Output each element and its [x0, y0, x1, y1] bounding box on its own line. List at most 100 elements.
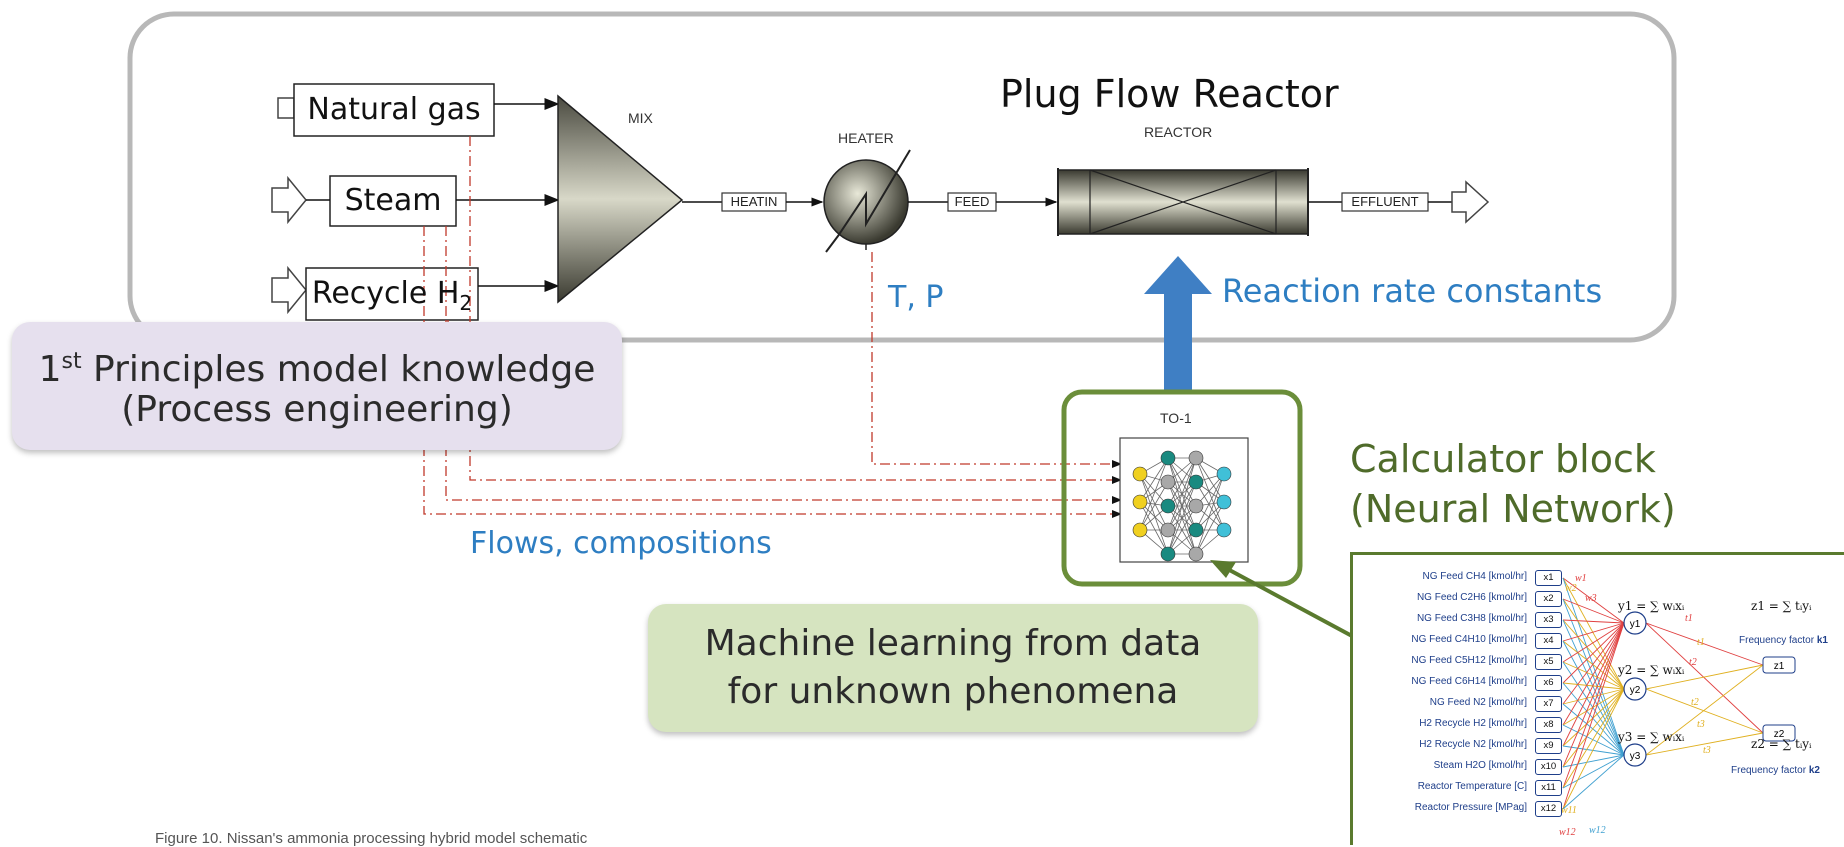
steam-inlet-icon	[271, 175, 307, 225]
nn-node	[1188, 450, 1204, 466]
nn-weight-line	[1562, 577, 1625, 690]
nn-weight-line	[1562, 688, 1625, 768]
nn-weight-line	[1562, 640, 1625, 690]
nn-weight-label: w11	[1561, 805, 1577, 816]
reactor-label: REACTOR	[1144, 124, 1213, 140]
nn-weight-line	[1562, 622, 1625, 642]
eq-z1: z1 = ∑ tᵢyᵢ	[1751, 599, 1812, 613]
nn-weight-line	[1562, 598, 1625, 756]
nn-node	[1160, 546, 1176, 562]
nn-weight-line	[1562, 622, 1625, 705]
nn-input-node: x5	[1535, 654, 1562, 670]
nn-t-label: t1	[1697, 637, 1705, 648]
nn-t-line	[1645, 622, 1764, 734]
nn-node	[1188, 498, 1204, 514]
principles-line1: 1st Principles model knowledge	[12, 338, 622, 394]
nn-t-line	[1645, 688, 1764, 734]
effluent-tag: EFFLUENT	[1351, 194, 1419, 209]
nn-weight-line	[1562, 754, 1625, 810]
recycle-box	[305, 267, 479, 321]
nn-node	[1188, 474, 1204, 490]
nn-t-line	[1645, 664, 1764, 690]
nn-weight-line	[1562, 577, 1625, 624]
calculator-annotation-line1: Calculator block	[1350, 437, 1656, 481]
steam-box	[329, 175, 457, 227]
nn-node	[1160, 498, 1176, 514]
nn-input-label: NG Feed N2 [kmol/hr]	[1429, 697, 1527, 708]
natural-gas-label: Natural gas	[307, 92, 481, 127]
nn-input-node: x4	[1535, 633, 1562, 649]
nn-weight-line	[1562, 682, 1625, 690]
nn-output-node	[1762, 656, 1796, 674]
ml-callout: Machine learning from data for unknown p…	[648, 604, 1258, 732]
nn-weight-line	[1562, 598, 1625, 624]
nn-input-node: x8	[1535, 717, 1562, 733]
nn-weight-line	[1562, 619, 1625, 690]
ml-line1: Machine learning from data	[704, 623, 1202, 664]
reactor-title: Plug Flow Reactor	[1000, 72, 1339, 116]
nn-input-node: x9	[1535, 738, 1562, 754]
nn-weight-line	[1562, 622, 1625, 726]
tp-annotation: T, P	[888, 280, 944, 315]
freq-k2-bold: k2	[1808, 765, 1820, 776]
nn-hidden-node	[1623, 611, 1647, 635]
mix-label: MIX	[628, 110, 653, 126]
nn-output-label: z1	[1774, 661, 1785, 672]
nn-weight-line	[1562, 622, 1625, 789]
nn-input-label: NG Feed C5H12 [kmol/hr]	[1411, 655, 1527, 666]
nn-input-node: x12	[1535, 801, 1562, 817]
eq-y1: y1 = ∑ wᵢxᵢ	[1618, 599, 1685, 613]
nn-input-node: x2	[1535, 591, 1562, 607]
calculator-annotation-line2: (Neural Network)	[1350, 487, 1676, 531]
nn-hidden-node	[1623, 677, 1647, 701]
nn-t-line	[1645, 664, 1764, 756]
rate-constant-arrow	[1144, 256, 1212, 390]
nn-hidden-label: y3	[1630, 751, 1641, 762]
nn-weight-line	[1562, 622, 1625, 747]
nn-input-label: NG Feed C4H10 [kmol/hr]	[1411, 634, 1527, 645]
nn-node	[1216, 522, 1232, 538]
mixer-icon	[557, 94, 684, 304]
nn-weight-line	[1562, 688, 1625, 726]
nn-input-node: x6	[1535, 675, 1562, 691]
nn-input-node: x3	[1535, 612, 1562, 628]
nn-weight-line	[1562, 577, 1625, 756]
principles-line2: (Process engineering)	[121, 389, 513, 430]
nn-input-label: H2 Recycle N2 [kmol/hr]	[1419, 739, 1527, 750]
process-frame	[127, 11, 1677, 343]
nn-t-line	[1645, 732, 1764, 756]
recycle-inlet-icon	[271, 265, 307, 315]
nn-hidden-label: y1	[1630, 619, 1641, 630]
nn-node	[1216, 466, 1232, 482]
eq-z2: z2 = ∑ tᵢyᵢ	[1751, 737, 1812, 751]
freq-k2-text: Frequency factor	[1731, 765, 1809, 776]
nn-weight-line	[1562, 688, 1625, 705]
nn-t-label: t3	[1703, 745, 1711, 756]
nn-node	[1188, 546, 1204, 562]
feed-tag: FEED	[954, 194, 990, 209]
nn-t-label: t1	[1685, 613, 1693, 624]
nn-weight-line	[1562, 619, 1625, 624]
principles-text: Principles model knowledge	[81, 349, 596, 390]
nn-node	[1132, 522, 1148, 538]
ml-line2: for unknown phenomena	[727, 671, 1179, 712]
recycle-label-main: Recycle H	[311, 276, 460, 311]
calculator-tag: TO-1	[1160, 410, 1192, 426]
calculator-annotation: Calculator block (Neural Network)	[1350, 434, 1676, 534]
calculator-block-frame	[1061, 389, 1303, 587]
nn-weight-line	[1562, 745, 1625, 756]
nn-input-label: Steam H2O [kmol/hr]	[1433, 760, 1527, 771]
rate-constants-annotation: Reaction rate constants	[1222, 272, 1603, 310]
nn-node	[1132, 466, 1148, 482]
nn-hidden-node	[1623, 743, 1647, 767]
nn-node	[1216, 494, 1232, 510]
principles-callout: 1st Principles model knowledge (Process …	[12, 322, 622, 450]
nn-weight-line	[1562, 688, 1625, 747]
nn-node	[1132, 494, 1148, 510]
nn-weight-line	[1562, 598, 1625, 690]
natural-gas-box	[293, 83, 495, 137]
nn-weight-line	[1562, 688, 1625, 789]
nn-weight-line	[1562, 622, 1625, 663]
